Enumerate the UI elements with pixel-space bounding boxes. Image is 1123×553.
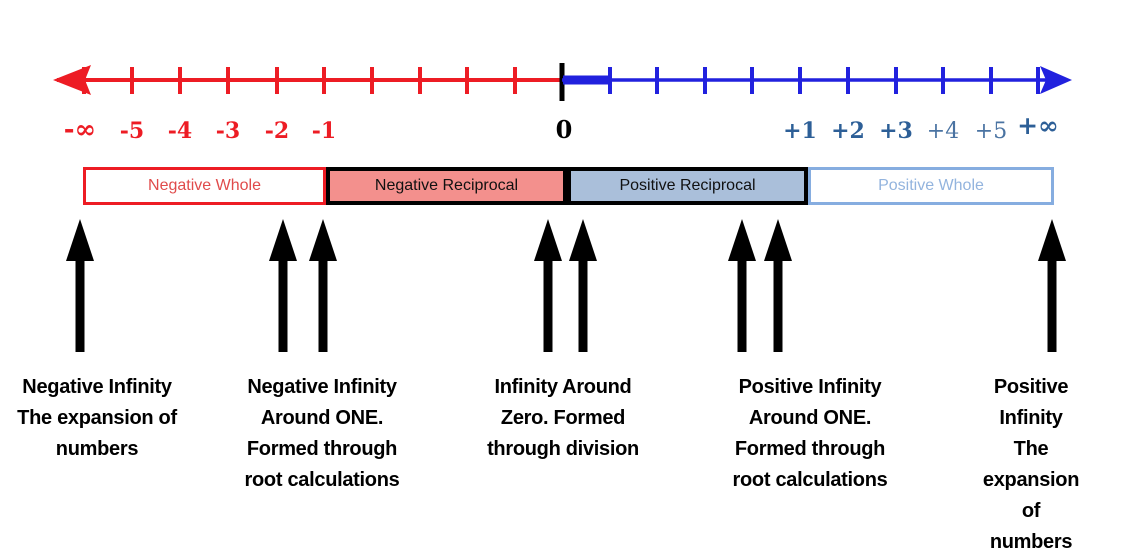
up-arrow-icon (773, 256, 783, 352)
up-arrow-icon (66, 219, 94, 261)
annotation-negative-infinity-expansion: Negative Infinity The expansion of numbe… (17, 376, 177, 460)
negative-tick-label: -∞ (64, 115, 96, 145)
right-arrowhead-icon (1040, 66, 1072, 94)
annotation-negative-infinity-around-one: Negative Infinity Around ONE. Formed thr… (244, 376, 400, 491)
positive-tick-label: +3 (879, 118, 913, 144)
positive-tick-label: +∞ (1017, 111, 1059, 140)
region-box-negative-whole: Negative Whole (83, 167, 326, 205)
up-arrow-icon (764, 219, 792, 261)
annotation-positive-infinity-around-one: Positive Infinity Around ONE. Formed thr… (732, 376, 888, 491)
up-arrow-icon (728, 219, 756, 261)
negative-tick-label: -2 (265, 118, 289, 144)
negative-tick-label: -1 (312, 118, 336, 144)
region-label-positive-reciprocal: Positive Reciprocal (619, 177, 756, 194)
up-arrow-icon (75, 256, 85, 352)
up-arrow-icon (278, 256, 288, 352)
up-arrow-icon (578, 256, 588, 352)
positive-tick-label: +1 (783, 118, 817, 144)
up-arrow-icon (318, 256, 328, 352)
up-arrow-icon (269, 219, 297, 261)
zero-label: 0 (556, 115, 573, 144)
up-arrow-icon (737, 256, 747, 352)
up-arrow-icon (534, 219, 562, 261)
negative-tick-label: -5 (120, 118, 144, 144)
region-box-positive-whole: Positive Whole (808, 167, 1054, 205)
negative-tick-label: -3 (216, 118, 240, 144)
thick-unit-segment (563, 75, 609, 85)
positive-tick-label: +2 (831, 118, 865, 144)
annotation-infinity-around-zero: Infinity Around Zero. Formed through div… (487, 376, 639, 460)
negative-tick-label: -4 (168, 118, 192, 144)
up-arrow-icon (569, 219, 597, 261)
positive-tick-label: +5 (975, 119, 1007, 144)
positive-tick-label: +4 (927, 119, 959, 144)
up-arrow-icon (309, 219, 337, 261)
up-arrow-icon (1047, 256, 1057, 352)
annotation-positive-infinity-expansion: Positive Infinity The expansion of numbe… (982, 376, 1080, 553)
region-label-positive-whole: Positive Whole (878, 177, 984, 194)
left-arrowhead-icon (53, 65, 91, 95)
up-arrow-icon (543, 256, 553, 352)
region-box-positive-reciprocal: Positive Reciprocal (567, 167, 808, 205)
region-box-negative-reciprocal: Negative Reciprocal (326, 167, 567, 205)
up-arrow-icon (1038, 219, 1066, 261)
region-label-negative-reciprocal: Negative Reciprocal (374, 177, 519, 194)
region-label-negative-whole: Negative Whole (148, 177, 261, 194)
